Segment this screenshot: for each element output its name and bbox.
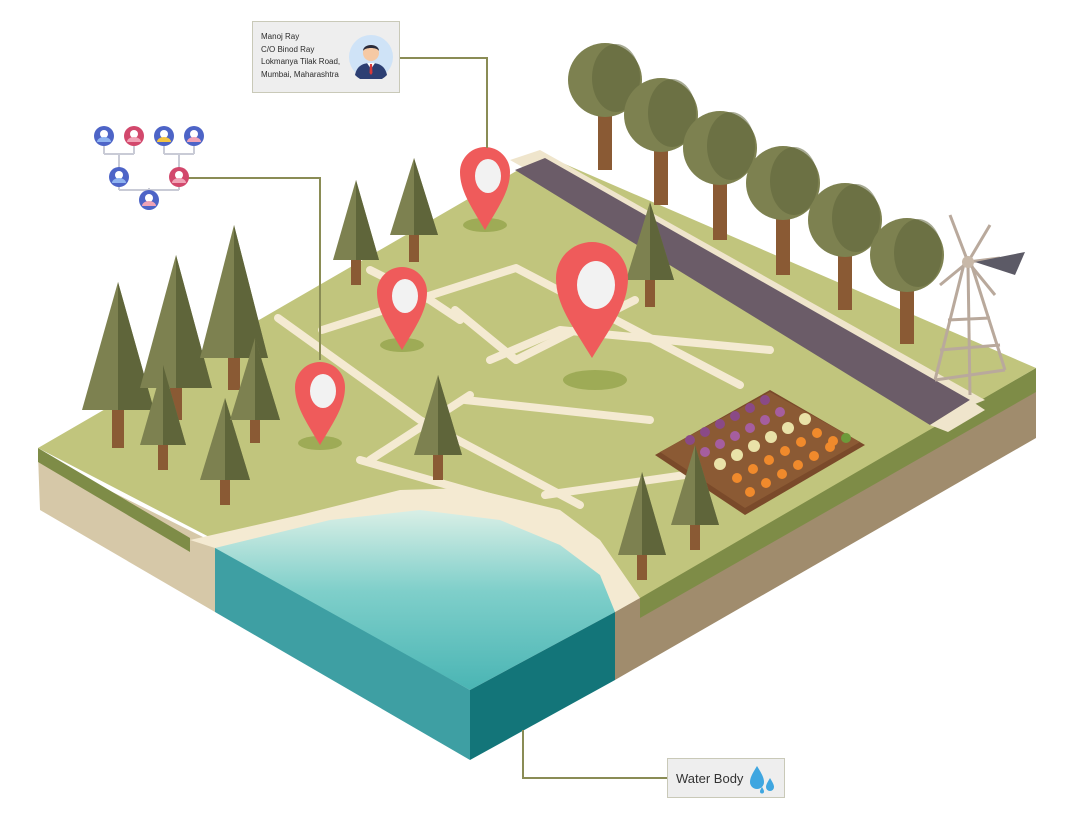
location-pins [295, 147, 628, 450]
family-tree-icon [94, 126, 204, 210]
ground-left-soil [38, 455, 215, 612]
ground-left-grass-edge [38, 448, 190, 552]
path-1 [274, 314, 584, 509]
round-tree [624, 78, 698, 205]
pine-tree [230, 338, 280, 443]
location-pin-icon [295, 362, 345, 450]
person-avatar-icon [349, 35, 393, 79]
road-surface [515, 158, 970, 425]
pine-trees [82, 158, 719, 580]
windmill [933, 214, 1025, 396]
water-top [215, 510, 615, 690]
owner-address: Manoj Ray C/O Binod Ray Lokmanya Tilak R… [261, 31, 340, 81]
owner-name: Manoj Ray [261, 32, 300, 41]
pine-tree [333, 180, 379, 285]
round-tree [808, 183, 882, 310]
water-drops-icon [750, 766, 774, 794]
owner-street: Lokmanya Tilak Road, [261, 57, 341, 66]
water-body [190, 488, 640, 760]
pine-tree [671, 445, 719, 550]
location-pin-icon [460, 147, 510, 232]
pine-tree [140, 365, 186, 470]
pine-tree [626, 202, 674, 307]
pine-tree [390, 158, 438, 262]
water-side [470, 612, 615, 760]
location-pin-icon [556, 242, 628, 390]
owner-info-card: Manoj Ray C/O Binod Ray Lokmanya Tilak R… [252, 21, 400, 93]
pine-tree [414, 375, 462, 480]
owner-connector [400, 57, 488, 148]
round-trees [568, 43, 944, 344]
path-6 [461, 396, 654, 424]
owner-city: Mumbai, Maharashtra [261, 69, 339, 79]
ground-right-grass-edge [640, 368, 1036, 618]
path-7 [366, 391, 474, 464]
round-tree [568, 43, 642, 170]
family-connector [188, 177, 321, 360]
path-5 [486, 326, 774, 364]
vegetable-garden [655, 390, 865, 515]
owner-guardian: C/O Binod Ray [261, 44, 315, 54]
water-front [215, 548, 470, 760]
round-tree [870, 218, 944, 344]
garden-crops [685, 395, 851, 497]
round-tree [746, 146, 820, 275]
pine-tree [618, 472, 666, 580]
pine-tree [200, 225, 268, 390]
water-connector [522, 730, 667, 779]
road [510, 150, 985, 432]
round-tree [683, 111, 757, 240]
connectors [188, 57, 667, 779]
water-body-text: Water Body [676, 771, 744, 786]
location-pin-icon [377, 267, 427, 352]
water-body-label: Water Body [667, 758, 785, 798]
road-edge-right [930, 400, 985, 432]
